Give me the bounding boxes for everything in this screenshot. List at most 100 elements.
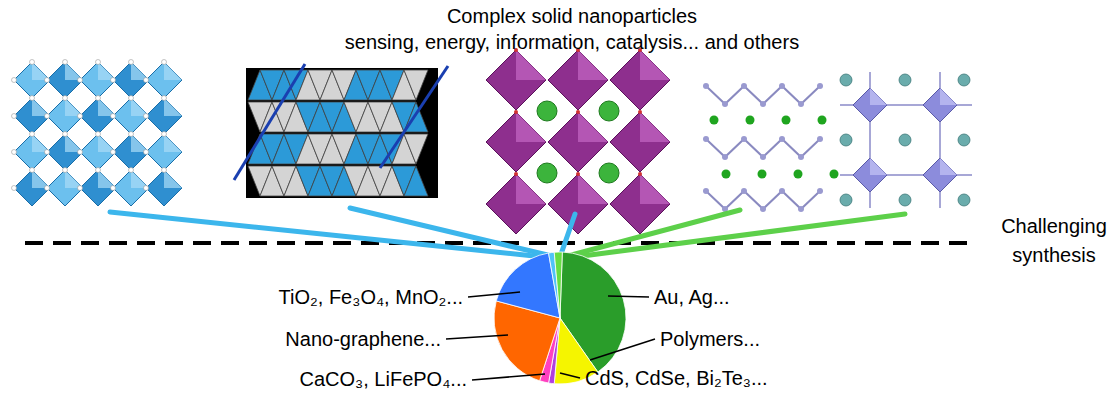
octahedron [80, 98, 116, 134]
chain-structure [703, 83, 839, 212]
atom [760, 101, 766, 107]
shear-line [234, 64, 305, 180]
pie-label: CdS, CdSe, Bi₂Te₃... [585, 366, 768, 390]
atom [129, 60, 134, 65]
link-line [567, 214, 905, 258]
octahedron [923, 88, 957, 122]
layered-structure [234, 64, 448, 198]
atom [779, 83, 785, 89]
atom [111, 150, 116, 155]
ion [840, 134, 852, 146]
octahedron-face [870, 88, 887, 105]
ion [899, 194, 911, 206]
ion [722, 170, 731, 179]
pie-slice [496, 253, 560, 318]
octahedron [610, 112, 670, 172]
octahedron-face [640, 174, 670, 204]
octahedron [80, 62, 116, 98]
octahedron [548, 112, 608, 172]
octahedron [486, 112, 546, 172]
atom [162, 60, 167, 65]
atom [817, 136, 823, 142]
atom [78, 114, 83, 119]
octahedron [486, 50, 546, 110]
atom [30, 60, 35, 65]
title: Complex solid nanoparticles [447, 4, 697, 28]
atom [779, 188, 785, 194]
atom [703, 136, 709, 142]
ion [782, 116, 791, 125]
octahedron-face [640, 50, 670, 80]
atom [45, 78, 50, 83]
atom [779, 136, 785, 142]
atom [12, 78, 17, 83]
link-line [110, 212, 553, 258]
pie-label: TiO₂, Fe₃O₄, MnO₂... [279, 285, 463, 309]
cation [537, 101, 557, 121]
atom [760, 154, 766, 160]
atom [111, 114, 116, 119]
octahedron [146, 170, 182, 206]
atom [63, 60, 68, 65]
octahedron [923, 158, 957, 192]
atom [78, 186, 83, 191]
ion [840, 74, 852, 86]
octahedron [486, 174, 546, 234]
leader-line [446, 335, 508, 339]
atom [576, 172, 580, 176]
ion [840, 194, 852, 206]
atom [30, 96, 35, 101]
ion [746, 116, 755, 125]
tetrahedron [404, 134, 428, 164]
atom [162, 132, 167, 137]
octahedron [47, 62, 83, 98]
atom [514, 172, 518, 176]
atom [45, 114, 50, 119]
atom [817, 188, 823, 194]
atom [129, 132, 134, 137]
atom [703, 188, 709, 194]
tetrahedron [404, 166, 428, 196]
octahedron-face [870, 158, 887, 175]
atom [798, 206, 804, 212]
ion [830, 170, 839, 179]
octahedron [113, 62, 149, 98]
atom [96, 60, 101, 65]
leader-line [560, 373, 580, 378]
leader-lines [446, 292, 655, 380]
atom [111, 78, 116, 83]
perovskite-structure [12, 60, 183, 207]
octahedron [47, 170, 83, 206]
atom [576, 110, 580, 114]
shear-line [380, 66, 448, 168]
atom [741, 136, 747, 142]
atom [30, 168, 35, 173]
atom [96, 132, 101, 137]
octahedron-face [516, 50, 546, 80]
atom [798, 154, 804, 160]
octahedron-face [940, 158, 957, 175]
octahedron [113, 98, 149, 134]
leader-line [608, 296, 649, 297]
atom [144, 114, 149, 119]
atom [722, 101, 728, 107]
ion [958, 74, 970, 86]
pie-chart [494, 252, 626, 384]
atom [129, 96, 134, 101]
atom [78, 150, 83, 155]
cation [599, 101, 619, 121]
atom [78, 78, 83, 83]
link-line [564, 210, 740, 257]
octahedron [610, 174, 670, 234]
atom [144, 150, 149, 155]
tetrahedron [404, 70, 428, 100]
link-line [350, 208, 556, 257]
octahedron-face [164, 134, 182, 152]
atom [144, 78, 149, 83]
atom [144, 186, 149, 191]
octahedron-face [164, 98, 182, 116]
octahedron [80, 170, 116, 206]
octahedron [853, 88, 887, 122]
atom [798, 101, 804, 107]
atom [741, 83, 747, 89]
